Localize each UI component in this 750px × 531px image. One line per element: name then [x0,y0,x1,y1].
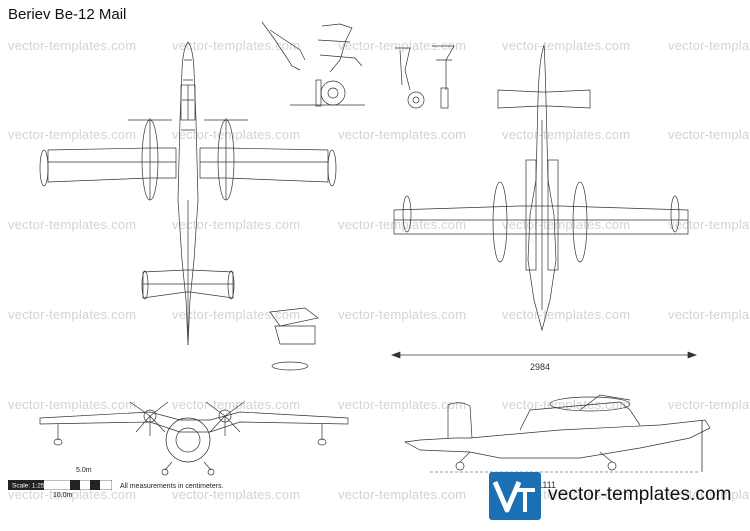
watermark-text: vector-templates.com [172,397,301,412]
brand-site-text[interactable]: vector-templates.com [548,484,732,505]
side-view: 1111 [403,394,711,490]
watermark-text: vector-templates.com [502,127,631,142]
watermark-text: vector-templates.com [338,38,467,53]
watermark-text: vector-templates.com [8,307,137,322]
gear-details [261,21,455,371]
watermark-text: vector-templates.com [8,127,137,142]
watermark-text: vector-templates.com [668,307,750,322]
watermark-text: vector-templates.com [668,487,750,502]
front-view [39,401,349,476]
vt-logo-icon [489,472,541,520]
watermark-text: vector-templates.com [172,217,301,232]
watermark-text: vector-templates.com [8,397,137,412]
watermark-text: vector-templates.com [668,217,750,232]
watermark-text: vector-templates.com [8,217,137,232]
watermark-text: vector-templates.com [338,217,467,232]
height-dimension-label: 1111 [538,480,556,490]
watermark-text: vector-templates.com [8,487,137,502]
watermark-text: vector-templates.com [172,127,301,142]
watermark-text: vector-templates.com [172,38,301,53]
scale-short-label: 5.0m [76,467,92,474]
watermark-text: vector-templates.com [502,397,631,412]
measurement-note: All measurements in centimeters. [120,483,224,490]
underside-view: 2984 [391,44,697,372]
page-title: Beriev Be-12 Mail [8,6,127,23]
watermark-text: vector-templates.com [502,217,631,232]
watermark-text: vector-templates.com [8,38,137,53]
watermark-text: vector-templates.com [338,397,467,412]
watermark-text: vector-templates.com [338,127,467,142]
scale-long-label: 10.0m [53,492,73,499]
watermark-text: vector-templates.com [502,38,631,53]
watermark-text: vector-templates.com [668,38,750,53]
watermark-text: vector-templates.com [338,487,467,502]
watermark-text: vector-templates.com [172,487,301,502]
top-view [39,41,337,346]
scale-bar: Scale: 1:250 [8,480,112,490]
watermark-text: vector-templates.com [668,397,750,412]
watermark-text: vector-templates.com [502,307,631,322]
watermark-text: vector-templates.com [172,307,301,322]
watermark-text: vector-templates.com [668,127,750,142]
watermark-text: vector-templates.com [338,307,467,322]
scale-ratio-label: Scale: 1:250 [12,483,49,490]
length-dimension-label: 2984 [530,362,550,372]
